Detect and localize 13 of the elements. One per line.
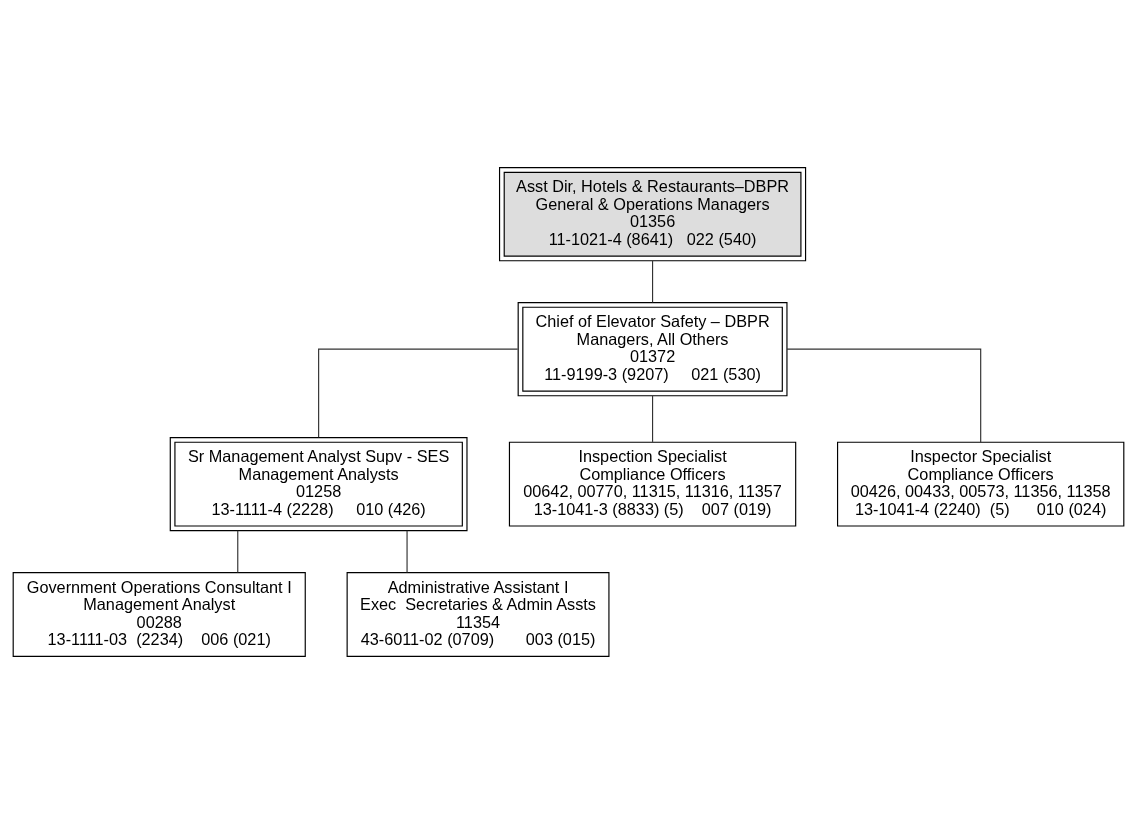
- node-box: Inspector Specialist Compliance Officers 00426, 00433, 00573, 11356, 11358 13-1041-4 (2240) (5) 010 (024): [837, 441, 1125, 527]
- connector: [652, 260, 654, 303]
- node-box: Asst Dir, Hotels & Restaurants–DBPR General & Operations Managers 01356 11-1021-4 (8641) 022 (540): [499, 167, 807, 262]
- connector: [652, 395, 654, 443]
- connector: [786, 348, 982, 443]
- node-box: Administrative Assistant I Exec Secretaries & Admin Assts 11354 43-6011-02 (0709) 003 (015): [346, 572, 610, 657]
- node-box: Government Operations Consultant I Management Analyst 00288 13-1111-03 (2234) 006 (021): [12, 572, 306, 657]
- node-box: Inspection Specialist Compliance Officers 00642, 00770, 11315, 11316, 11357 13-1041-3 (8833) (5) 007 (019): [508, 441, 797, 527]
- connector: [406, 530, 408, 573]
- node-box: Sr Management Analyst Supv - SES Management Analysts 01258 13-1111-4 (2228) 010 (426): [169, 437, 468, 532]
- connector: [237, 530, 239, 573]
- connector: [318, 348, 519, 438]
- node-box: Chief of Elevator Safety – DBPR Managers, All Others 01372 11-9199-3 (9207) 021 (530): [517, 302, 788, 397]
